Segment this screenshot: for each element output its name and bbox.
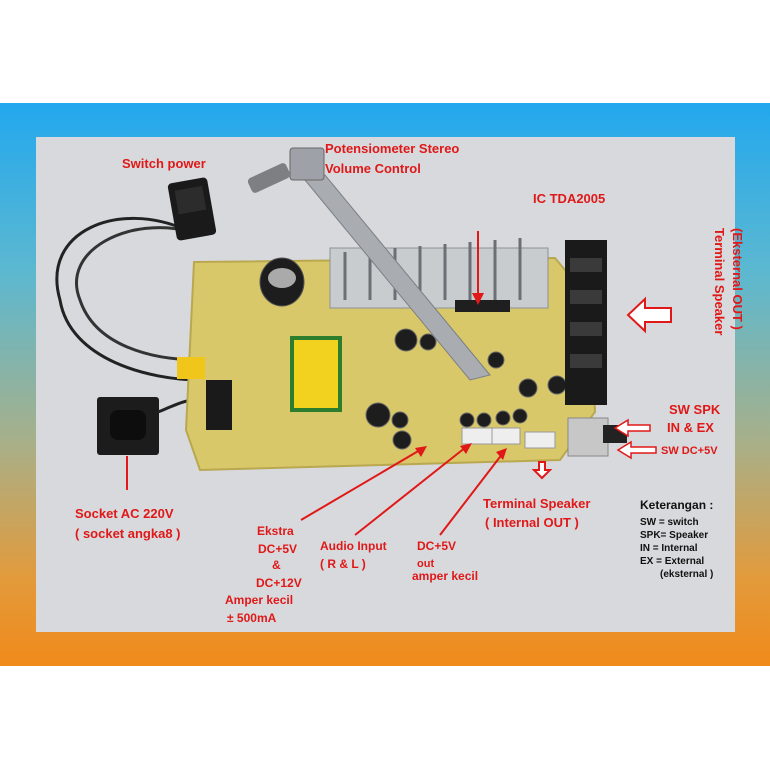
label-amper-line1: Amper kecil [225,593,294,607]
connectors [461,427,556,449]
label-ic: IC TDA2005 [533,191,606,206]
label-terminal-int-line2: ( Internal OUT ) [485,515,579,530]
label-terminal-ext-line2: (Eksternal OUT ) [730,228,745,330]
arrow-sw-spk [613,418,651,438]
label-dc5-line2: out [417,558,435,570]
legend-item: IN = Internal [640,543,698,554]
arrow-external [626,296,672,334]
wire [75,226,201,362]
label-ekstra-line2: DC+5V [258,542,298,556]
wire [55,216,201,382]
transformer [290,336,342,412]
arrow-internal [531,461,553,480]
pointer-lines [126,231,504,536]
capacitor-group [365,328,567,450]
label-dc5-line1: DC+5V [417,539,457,553]
label-sw-spk-line1: SW SPK [669,402,721,417]
ac-socket-hole [110,410,146,440]
label-amper-line2: ± 500mA [227,611,277,625]
label-socket-line1: Socket AC 220V [75,506,174,521]
terminal-slots [570,258,602,368]
label-sw-dc: SW DC+5V [661,445,718,457]
label-ekstra-line3: & [272,558,281,572]
potentiometer [289,147,325,181]
rca-jack [177,357,205,379]
legend-item: EX = External [640,556,705,567]
potentiometer-shaft [247,163,291,193]
legend-item: SPK= Speaker [640,530,709,541]
label-audio-line2: ( R & L ) [320,557,366,571]
heatsink [329,247,549,309]
arrow-sw-dc [616,440,657,460]
legend-item: SW = switch [640,517,699,528]
switch-rocker [174,185,207,215]
label-dc5-line3: amper kecil [412,569,479,583]
label-audio-line1: Audio Input [320,539,387,553]
legend-title: Keterangan : [640,498,714,512]
label-socket-line2: ( socket angka8 ) [75,526,181,541]
ic-tda2005 [455,300,510,312]
capacitor-top [268,268,296,288]
label-ekstra-line1: Ekstra [257,524,294,538]
pointer-heads [415,293,507,460]
label-ekstra-line4: DC+12V [256,576,302,590]
fuse-holder [206,380,232,430]
switch-speaker-part [567,417,609,457]
label-switch-power: Switch power [122,156,206,171]
legend-item: (eksternal ) [660,569,714,580]
label-terminal-ext-line1: Terminal Speaker [712,228,727,336]
label-potensiometer-line1: Potensiometer Stereo [325,141,460,156]
label-potensiometer-line2: Volume Control [325,161,421,176]
label-sw-spk-line2: IN & EX [667,420,714,435]
label-terminal-int-line1: Terminal Speaker [483,496,591,511]
